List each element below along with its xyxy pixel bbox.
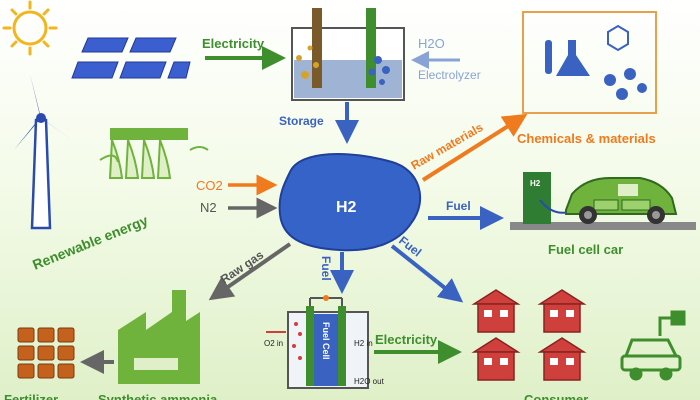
co2-label: CO2 [196,178,223,193]
fuel-cell-car-label: Fuel cell car [548,242,623,257]
flask-icon [545,40,590,76]
synthetic-ammonia-label: Synthetic ammonia [98,392,218,400]
fuel-consumer-label: Fuel [396,233,424,259]
electrolyzer-tank: H2 [291,8,405,101]
h2-label: H2 [336,199,357,216]
houses-icon [471,289,587,381]
electricity-label-top: Electricity [202,36,265,51]
fertilizer-label: Fertilizer [4,392,58,400]
sun-icon [2,0,58,56]
chemicals-label: Chemicals & materials [517,131,656,146]
fuel-cell-car-icon: H2 [510,172,696,230]
chemicals-box [522,11,657,114]
n2-label: N2 [200,200,217,215]
ev-charger-icon [620,310,686,381]
electrolyzer-label: Electrolyzer [418,68,481,82]
h2o-out-label: H2O out [354,377,385,386]
raw-materials-arrow [421,113,528,182]
factory-icon [118,290,200,384]
dam-icon [99,128,209,179]
fuel-car-label: Fuel [446,199,471,213]
fuel-cell-label: Fuel Cell [321,322,331,360]
h2o-label-top: H2O [418,36,445,51]
fertilizer-bags-icon [17,327,75,379]
fuel-consumer-arrow [390,244,464,303]
h2-blob [278,153,422,252]
electricity-label-bottom: Electricity [375,332,438,347]
h2-in-label: H2 in [354,339,373,348]
benzene-icon [607,24,629,52]
fuel-down-label: Fuel [319,256,333,281]
raw-gas-arrow [208,242,292,301]
o2-in-label: O2 in [264,339,283,348]
fuel-cell-icon: Fuel Cell [287,295,369,389]
wind-turbine-icon [14,74,72,230]
solar-panel-icon [71,37,191,79]
electrode-h2-label: H2 [381,47,390,54]
consumer-label: Consumer [524,392,588,400]
molecule-icon [604,68,647,100]
car-h2-label: H2 [530,179,541,188]
storage-label: Storage [279,114,324,128]
